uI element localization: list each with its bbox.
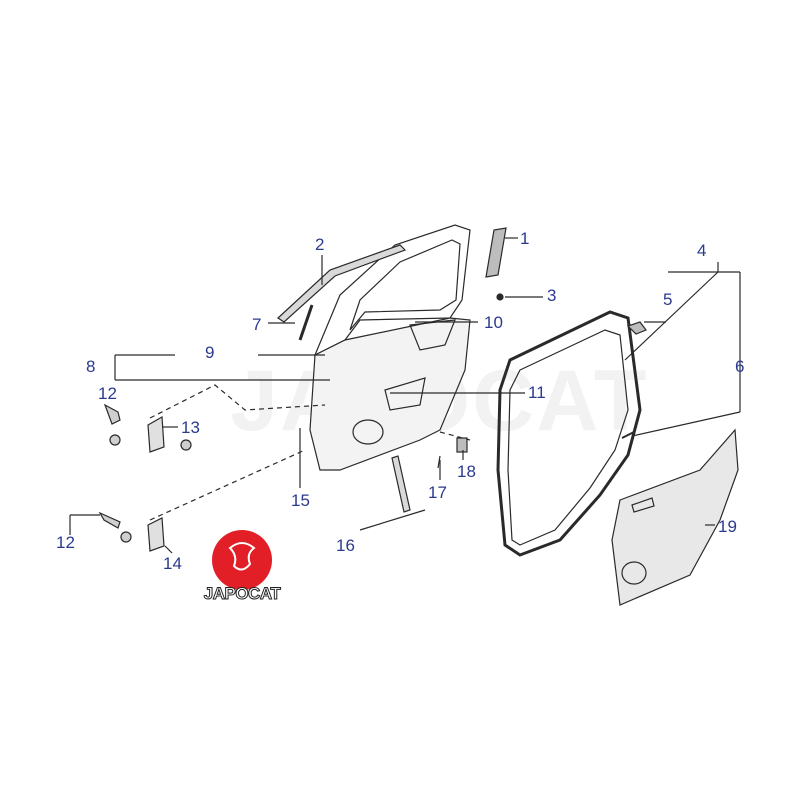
callout-3: 3 bbox=[547, 286, 557, 305]
callout-12-upper: 12 bbox=[98, 384, 117, 403]
callout-4: 4 bbox=[697, 241, 707, 260]
nut-12-lower bbox=[120, 531, 132, 543]
hinge-14 bbox=[147, 517, 165, 552]
door-inner-opening-2 bbox=[384, 377, 426, 411]
callout-2: 2 bbox=[315, 235, 325, 254]
trim-speaker bbox=[621, 561, 647, 585]
trim-handle-recess bbox=[631, 497, 655, 513]
speaker-hole bbox=[352, 419, 384, 445]
logo-text: JAPOCAT bbox=[203, 584, 281, 604]
callout-10: 10 bbox=[484, 313, 503, 332]
latch-18 bbox=[456, 437, 468, 453]
callout-16: 16 bbox=[336, 536, 355, 555]
callout-19: 19 bbox=[718, 517, 737, 536]
callout-6: 6 bbox=[735, 357, 745, 376]
bolt-17 bbox=[437, 455, 441, 469]
callout-11: 11 bbox=[528, 383, 546, 402]
callout-18: 18 bbox=[457, 462, 476, 481]
callout-12-lower: 12 bbox=[56, 533, 75, 552]
logo-emblem-icon bbox=[212, 530, 272, 590]
bolt-12-lower bbox=[98, 511, 121, 529]
screw-3 bbox=[496, 293, 504, 301]
glass-run-strip bbox=[277, 244, 407, 323]
door-seal bbox=[496, 310, 642, 557]
callout-17: 17 bbox=[428, 483, 447, 502]
door-window-opening bbox=[349, 239, 461, 331]
callout-7: 7 bbox=[252, 315, 262, 334]
nut-12-upper bbox=[109, 434, 121, 446]
check-strap bbox=[391, 455, 411, 513]
callout-8: 8 bbox=[86, 357, 96, 376]
callout-14: 14 bbox=[163, 554, 182, 573]
callout-13: 13 bbox=[181, 418, 200, 437]
hinge-13 bbox=[147, 416, 165, 453]
bolt-12-upper bbox=[103, 403, 121, 425]
callout-9: 9 bbox=[205, 343, 215, 362]
callout-1: 1 bbox=[520, 229, 530, 248]
nut-13 bbox=[180, 439, 192, 451]
door-frame bbox=[313, 224, 471, 357]
japocat-logo: JAPOCAT bbox=[196, 530, 288, 610]
part-1-panel bbox=[485, 227, 507, 278]
door-panel bbox=[309, 317, 471, 471]
trim-panel bbox=[611, 428, 739, 606]
weatherstrip-7 bbox=[298, 304, 314, 341]
clip-6 bbox=[621, 431, 635, 439]
clip-5 bbox=[626, 321, 647, 335]
callout-15: 15 bbox=[291, 491, 310, 510]
callout-5: 5 bbox=[663, 290, 673, 309]
